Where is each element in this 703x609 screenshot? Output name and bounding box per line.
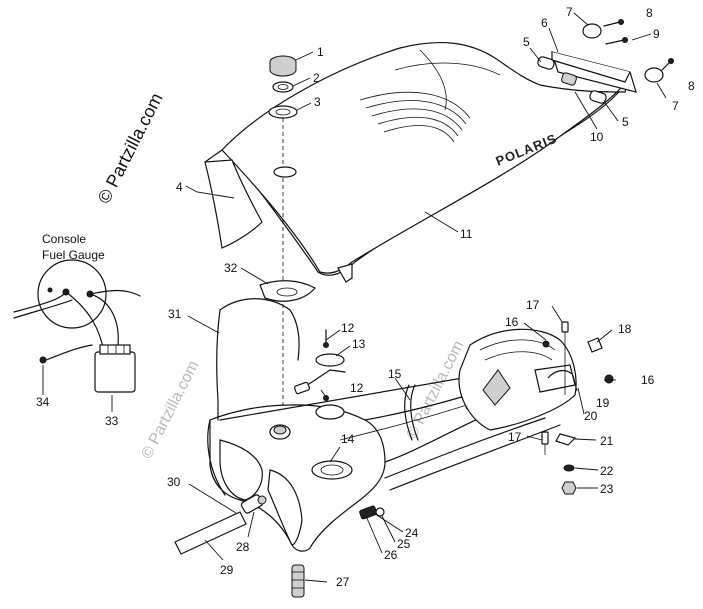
callout-27: 27 [336, 575, 350, 589]
callout-7-bottom: 7 [672, 99, 679, 113]
callout-15: 15 [388, 367, 402, 381]
callout-34: 34 [36, 395, 50, 409]
callout-33: 33 [105, 414, 119, 428]
callout-29: 29 [220, 563, 234, 577]
callout-5-bottom: 5 [622, 115, 629, 129]
watermark-main: © Partzilla.com [94, 90, 167, 207]
callout-10: 10 [590, 130, 604, 144]
callout-28: 28 [236, 540, 250, 554]
callout-8-top: 8 [646, 6, 653, 20]
callout-4: 4 [176, 180, 183, 194]
callout-13: 13 [352, 337, 366, 351]
callout-3: 3 [314, 95, 321, 109]
console-label-line2: Fuel Gauge [42, 248, 105, 262]
callout-26: 26 [384, 548, 398, 562]
callout-25: 25 [397, 537, 411, 551]
callout-7-top: 7 [566, 5, 573, 19]
fuel-cap-stack [268, 55, 298, 430]
callout-17-top: 17 [526, 298, 540, 312]
callout-12-bottom: 12 [350, 381, 364, 395]
console-fuel-gauge: Console Fuel Gauge [13, 232, 141, 393]
callout-11: 11 [460, 227, 473, 241]
callout-9: 9 [653, 27, 660, 41]
callout-12-top: 12 [341, 321, 355, 335]
callout-6: 6 [541, 16, 548, 30]
callout-14: 14 [341, 432, 355, 446]
fuel-tank-assembly [174, 280, 576, 598]
watermark-faint-3: © Partzilla.com [138, 358, 202, 462]
callout-8-right: 8 [688, 79, 695, 93]
rear-storage-assembly [458, 321, 614, 495]
seat-assembly: POLARIS [204, 41, 629, 283]
callout-19: 19 [596, 396, 610, 410]
callout-1: 1 [317, 45, 324, 59]
callout-2: 2 [313, 71, 320, 85]
callout-16-left: 16 [505, 315, 519, 329]
rear-bracket-assembly [537, 19, 674, 104]
leader-lines [42, 12, 667, 583]
callout-31: 31 [168, 307, 182, 321]
callout-numbers: 1 2 3 4 5 5 6 7 7 8 8 9 10 11 12 12 13 1… [36, 5, 695, 589]
callout-23: 23 [600, 482, 614, 496]
callout-32: 32 [224, 261, 238, 275]
callout-22: 22 [600, 464, 614, 478]
callout-21: 21 [600, 434, 614, 448]
callout-24: 24 [405, 526, 419, 540]
console-label-line1: Console [42, 232, 86, 246]
callout-16-right: 16 [641, 373, 655, 387]
callout-30: 30 [167, 475, 181, 489]
callout-18: 18 [618, 322, 632, 336]
callout-17-bottom: 17 [508, 430, 522, 444]
callout-5-top: 5 [523, 35, 530, 49]
callout-20: 20 [584, 409, 598, 423]
